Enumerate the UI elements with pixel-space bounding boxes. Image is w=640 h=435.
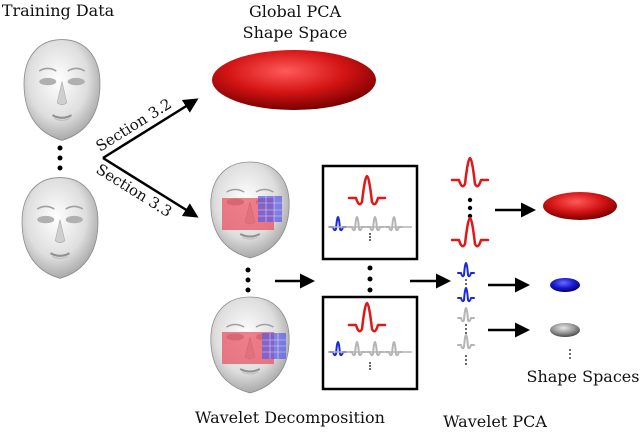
shape-space-red-ellipse-icon: [543, 192, 617, 220]
shape-space-dots-icon: [569, 349, 571, 359]
training-face-top: [22, 38, 102, 142]
global-shape-space-ellipse-icon: [212, 50, 376, 110]
decomposition-box-bottom: [321, 295, 419, 391]
wavelet-pca-column: [450, 156, 490, 365]
branch-arrows: [102, 98, 199, 218]
decomposition-box-top: [321, 164, 419, 261]
global-pca-title: Global PCA: [249, 2, 342, 21]
shape-space-gray-ellipse-icon: [550, 323, 580, 337]
wavelet-pca-label: Wavelet PCA: [443, 412, 547, 430]
wavelet-face-top: [209, 161, 291, 259]
training-data-label: Training Data: [2, 1, 115, 20]
decomposition-dots-icon: [367, 265, 373, 293]
wavelet-face-bottom: [209, 296, 291, 394]
wavelet-face-dots-icon: [245, 267, 251, 293]
training-dots-icon: [57, 145, 63, 171]
global-pca-subtitle: Shape Space: [243, 23, 348, 42]
section-33-label: Section 3.3: [93, 160, 175, 221]
shape-space-blue-ellipse-icon: [550, 278, 580, 292]
training-face-bottom: [20, 176, 100, 280]
section-32-label: Section 3.2: [93, 95, 175, 156]
wavelet-decomposition-label: Wavelet Decomposition: [195, 408, 385, 427]
shape-spaces-label: Shape Spaces: [527, 367, 640, 386]
shape-space-arrows: [488, 202, 536, 338]
